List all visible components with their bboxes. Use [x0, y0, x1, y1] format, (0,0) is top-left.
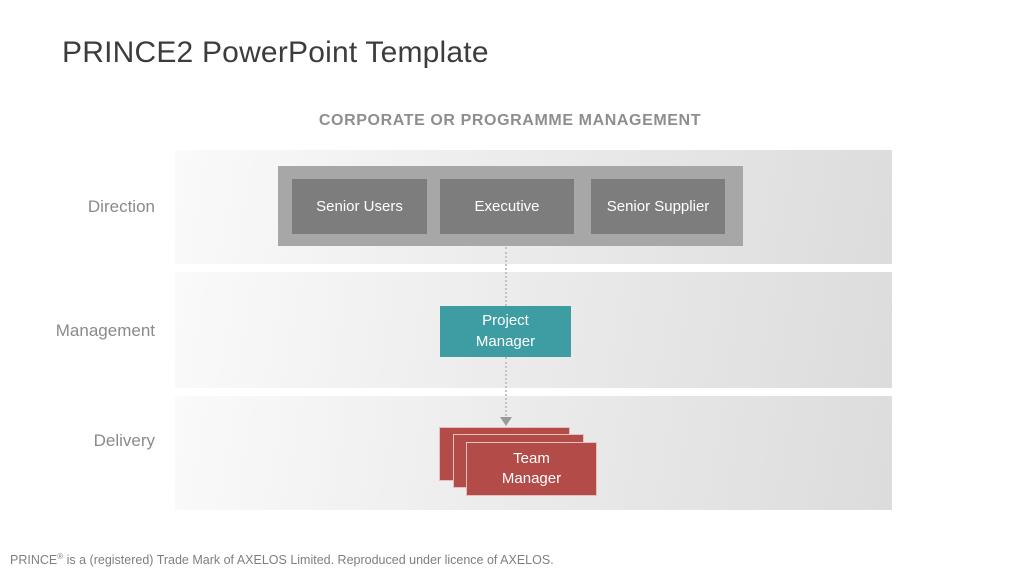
- footer-text: is a (registered) Trade Mark of AXELOS L…: [63, 553, 554, 568]
- project-manager-box: Project Manager: [440, 306, 571, 357]
- row-label-delivery: Delivery: [93, 431, 155, 450]
- footer-brand: PRINCE: [10, 553, 58, 568]
- row-label-direction: Direction: [87, 197, 155, 216]
- executive-box: Executive: [440, 179, 574, 234]
- connector-project-manager-to-team-manager: [505, 357, 507, 416]
- diagram-heading: CORPORATE OR PROGRAMME MANAGEMENT: [318, 112, 702, 129]
- trademark-footer: PRINCE® is a (registered) Trade Mark of …: [10, 552, 554, 567]
- connector-executive-to-project-manager: [505, 247, 507, 306]
- row-label-management: Management: [55, 321, 155, 340]
- senior-supplier-box: Senior Supplier: [591, 179, 725, 234]
- team-manager-box: Team Manager: [466, 442, 597, 496]
- senior-users-box: Senior Users: [292, 179, 427, 234]
- arrow-down-icon: [500, 417, 512, 426]
- project-manager-label: Project Manager: [475, 312, 536, 350]
- team-manager-label: Team Manager: [501, 449, 562, 487]
- registered-mark: ®: [57, 552, 64, 561]
- slide-title: PRINCE2 PowerPoint Template: [62, 36, 489, 69]
